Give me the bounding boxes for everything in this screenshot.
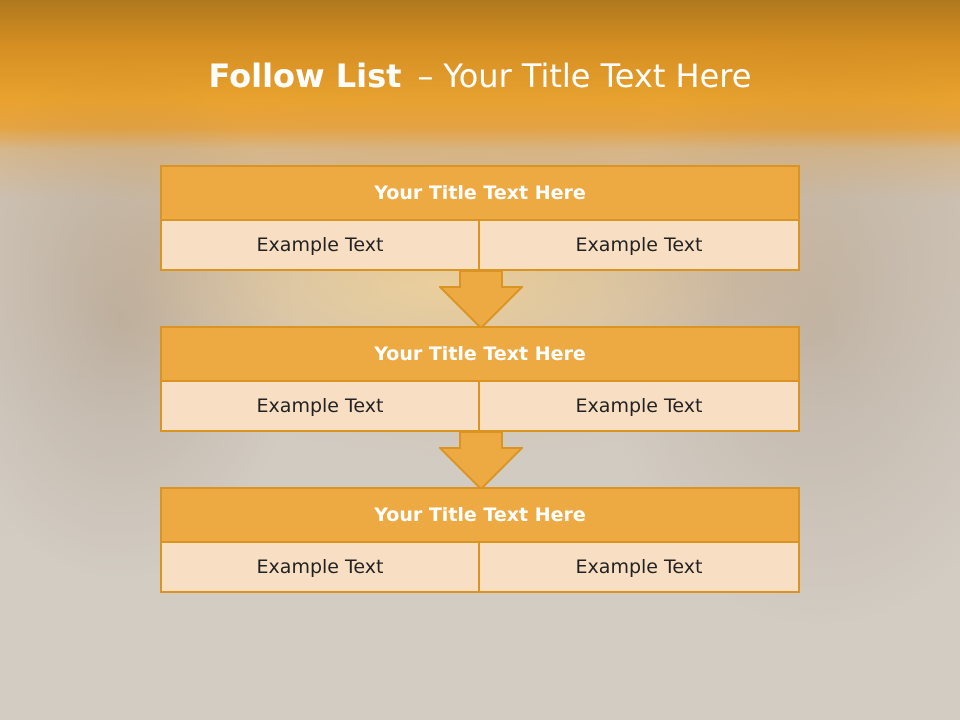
step-1-title[interactable]: Your Title Text Here [160, 165, 800, 221]
step-3-left-text[interactable]: Example Text [160, 543, 480, 593]
step-2-row: Example Text Example Text [160, 382, 800, 432]
step-3-title[interactable]: Your Title Text Here [160, 487, 800, 543]
slide-title-dash: – [417, 57, 434, 95]
step-3-right-text[interactable]: Example Text [480, 543, 800, 593]
down-arrow-icon [439, 432, 523, 490]
step-1-row: Example Text Example Text [160, 221, 800, 271]
step-2-block: Your Title Text Here Example Text Exampl… [160, 326, 800, 432]
slide-title-bold: Follow List [208, 57, 402, 95]
slide-title-rest: Your Title Text Here [443, 57, 752, 95]
step-1-right-text[interactable]: Example Text [480, 221, 800, 271]
step-2-title[interactable]: Your Title Text Here [160, 326, 800, 382]
step-2-left-text[interactable]: Example Text [160, 382, 480, 432]
step-3-block: Your Title Text Here Example Text Exampl… [160, 487, 800, 593]
step-3-row: Example Text Example Text [160, 543, 800, 593]
step-1-left-text[interactable]: Example Text [160, 221, 480, 271]
step-2-right-text[interactable]: Example Text [480, 382, 800, 432]
step-1-block: Your Title Text Here Example Text Exampl… [160, 165, 800, 271]
slide-title: Follow List–Your Title Text Here [0, 54, 960, 98]
down-arrow-icon [439, 271, 523, 329]
